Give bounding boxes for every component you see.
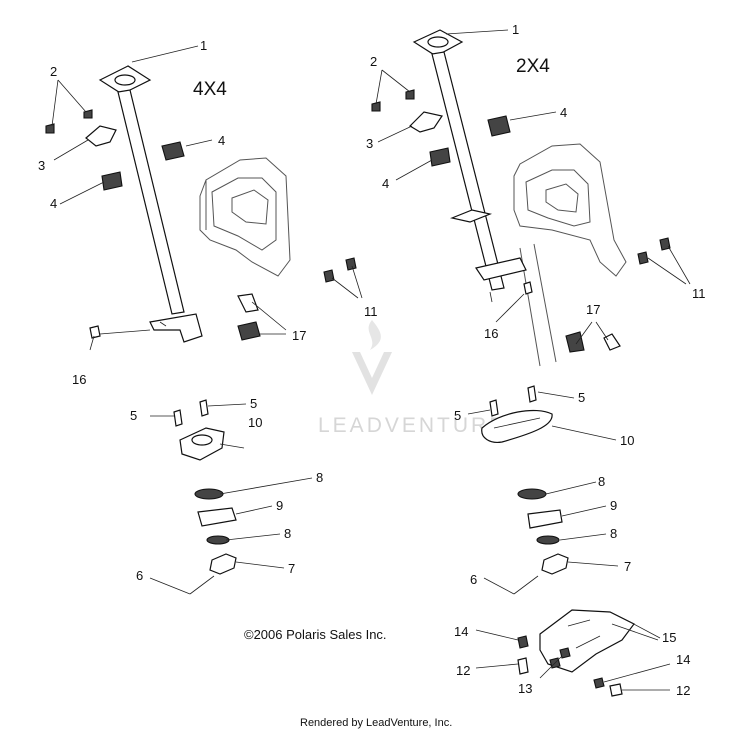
callout-16-2x4: 16 [484, 326, 498, 341]
callout-4b-4x4: 4 [50, 196, 57, 211]
callout-2-2x4: 2 [370, 54, 377, 69]
callout-9-4x4: 9 [276, 498, 283, 513]
bolt-16-2x4 [523, 281, 533, 295]
callout-5a-4x4: 5 [130, 408, 137, 423]
callout-8b-4x4: 8 [284, 526, 291, 541]
clamp-3-4x4 [85, 125, 117, 147]
spacer-9-4x4 [197, 507, 237, 527]
bushing-17b-2x4 [603, 333, 621, 351]
washer-8a-4x4 [194, 488, 224, 500]
view-title-4x4: 4X4 [193, 79, 227, 100]
bearing-10-2x4 [481, 409, 553, 443]
callout-14a-2x4: 14 [454, 624, 468, 639]
steering-post-2x4 [412, 29, 527, 303]
callout-4a-2x4: 4 [560, 105, 567, 120]
bushing-4a-2x4 [487, 115, 511, 137]
nut-7-4x4 [209, 553, 237, 575]
bolt-2a-2x4 [405, 89, 415, 100]
nut-7-2x4 [541, 553, 569, 575]
callout-7-2x4: 7 [624, 559, 631, 574]
nut-11b-2x4 [659, 237, 671, 251]
bolt-12a [517, 657, 529, 675]
bolt-5a-2x4 [489, 399, 499, 417]
callout-1-4x4: 1 [200, 38, 207, 53]
footer-credit: Rendered by LeadVenture, Inc. [300, 717, 452, 729]
callout-10-4x4: 10 [248, 415, 262, 430]
bolt-2b-2x4 [371, 101, 381, 112]
leadventure-watermark: LEADVENTURE [318, 320, 506, 437]
callout-7-4x4: 7 [288, 561, 295, 576]
callout-4a-4x4: 4 [218, 133, 225, 148]
callout-15-2x4: 15 [662, 630, 676, 645]
nut-14a [517, 635, 529, 649]
frame-outline-4x4 [199, 157, 291, 277]
nut-11b [345, 257, 357, 271]
callout-5b-2x4: 5 [578, 390, 585, 405]
view-title-2x4: 2X4 [516, 56, 550, 77]
callout-4b-2x4: 4 [382, 176, 389, 191]
callout-16-4x4: 16 [72, 372, 86, 387]
callout-12b-2x4: 12 [676, 683, 690, 698]
copyright-text: ©2006 Polaris Sales Inc. [244, 627, 387, 642]
callout-12a-2x4: 12 [456, 663, 470, 678]
callout-8a-4x4: 8 [316, 470, 323, 485]
callout-3-4x4: 3 [38, 158, 45, 173]
bushing-17b-4x4 [237, 321, 261, 341]
callout-2-4x4: 2 [50, 64, 57, 79]
washer-8b-4x4 [206, 535, 230, 545]
spacer-9-2x4 [527, 509, 563, 529]
leaders-4x4 [51, 45, 363, 595]
callout-17-2x4: 17 [586, 302, 600, 317]
bolt-5b-2x4 [527, 385, 537, 403]
washer-8b-2x4 [536, 535, 560, 545]
callout-11-2x4: 11 [692, 286, 706, 301]
washer-8a-2x4 [517, 488, 547, 500]
view-2x4: 2X4 [366, 22, 706, 698]
callout-6-2x4: 6 [470, 572, 477, 587]
bolt-16-4x4 [89, 325, 101, 339]
callout-13-2x4: 13 [518, 681, 532, 696]
callout-8a-2x4: 8 [598, 474, 605, 489]
nut-14b [593, 677, 605, 689]
nut-11a [323, 269, 335, 283]
nut-13b [559, 647, 571, 659]
bushing-17a-2x4 [565, 331, 585, 353]
bolt-5a-4x4 [173, 409, 183, 427]
leaders-2x4 [375, 29, 691, 691]
callout-6-4x4: 6 [136, 568, 143, 583]
frame-outline-2x4 [513, 143, 627, 367]
bushing-17a-4x4 [237, 293, 259, 313]
view-4x4: 4X4 [38, 38, 387, 642]
callout-3-2x4: 3 [366, 136, 373, 151]
clamp-3-2x4 [409, 111, 443, 133]
bolt-2b-4x4 [45, 123, 55, 134]
nut-11a-2x4 [637, 251, 649, 265]
pin-6-4x4 [189, 575, 215, 595]
callout-9-2x4: 9 [610, 498, 617, 513]
callout-17-4x4: 17 [292, 328, 306, 343]
bushing-4b-2x4 [429, 147, 451, 167]
callout-11-4x4: 11 [364, 304, 378, 319]
callout-14b-2x4: 14 [676, 652, 690, 667]
bolt-5b-4x4 [199, 399, 209, 417]
bolt-12b [609, 683, 623, 697]
callout-5b-4x4: 5 [250, 396, 257, 411]
bushing-4b-4x4 [101, 171, 123, 191]
callout-8b-2x4: 8 [610, 526, 617, 541]
steering-post-4x4 [98, 65, 203, 343]
callout-5a-2x4: 5 [454, 408, 461, 423]
pin-6-2x4 [513, 575, 539, 595]
bushing-4a-4x4 [161, 141, 185, 161]
callout-10-2x4: 10 [620, 433, 634, 448]
callout-1-2x4: 1 [512, 22, 519, 37]
watermark-text: LEADVENTURE [318, 414, 506, 437]
